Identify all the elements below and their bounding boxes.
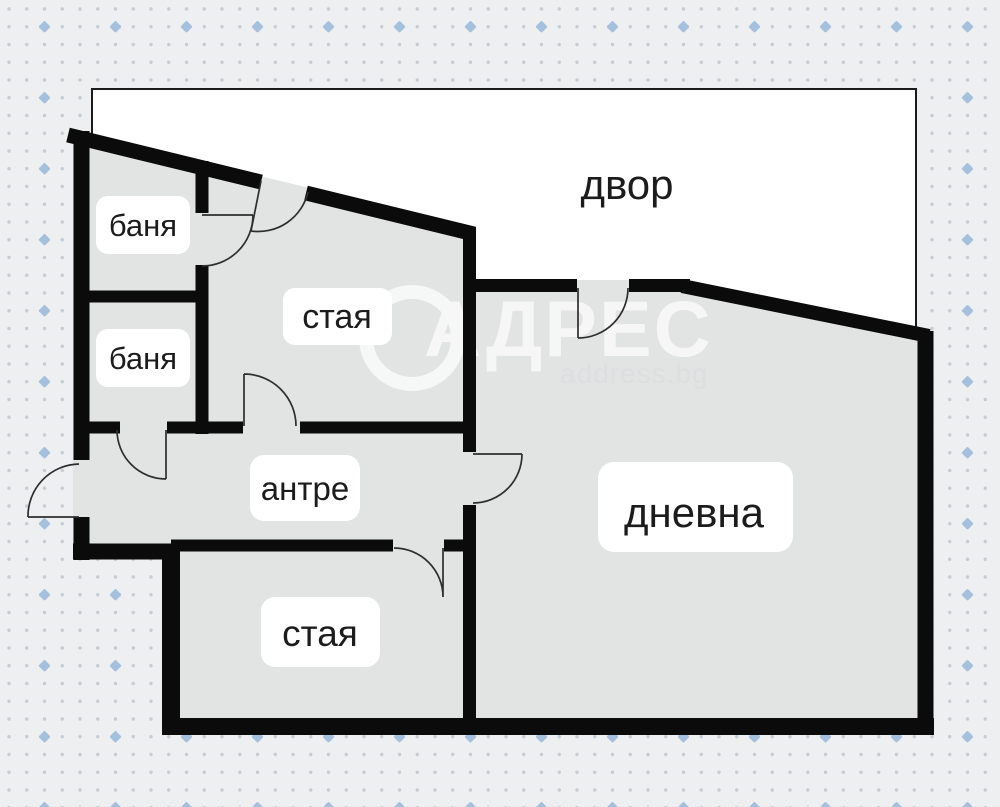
- door-hall-living: [472, 453, 523, 504]
- room-labels: двор баня баня стая антре дневна стая: [96, 161, 793, 667]
- label-box-bath-top: [96, 196, 190, 254]
- doors: [27, 180, 629, 598]
- door-bath-mid: [116, 429, 167, 480]
- label-room-mid: стая: [302, 298, 372, 336]
- label-hall: антре: [261, 470, 349, 507]
- watermark-site: address.bg: [560, 358, 709, 389]
- label-box-bath-mid: [96, 329, 190, 387]
- door-room-bottom: [393, 547, 444, 598]
- apartment-floor-area: [73, 131, 931, 734]
- label-yard: двор: [580, 161, 673, 208]
- label-box-room-mid: [283, 288, 392, 345]
- door-room-mid: [243, 373, 297, 427]
- label-box-room-bottom: [261, 597, 380, 667]
- interior-walls: [75, 161, 476, 730]
- door-entrance: [27, 463, 80, 518]
- label-box-hall: [250, 455, 360, 521]
- wall-top-diagonal: [66, 127, 476, 242]
- label-bath-mid: баня: [109, 341, 177, 376]
- door-living-yard: [577, 287, 629, 339]
- label-box-living: [598, 462, 793, 552]
- label-bath-top: баня: [109, 208, 177, 243]
- door-room-mid-yard: [250, 180, 309, 233]
- label-living: дневна: [624, 489, 765, 536]
- wall-living-top-diagonal: [680, 279, 931, 343]
- label-room-bottom: стая: [282, 613, 358, 654]
